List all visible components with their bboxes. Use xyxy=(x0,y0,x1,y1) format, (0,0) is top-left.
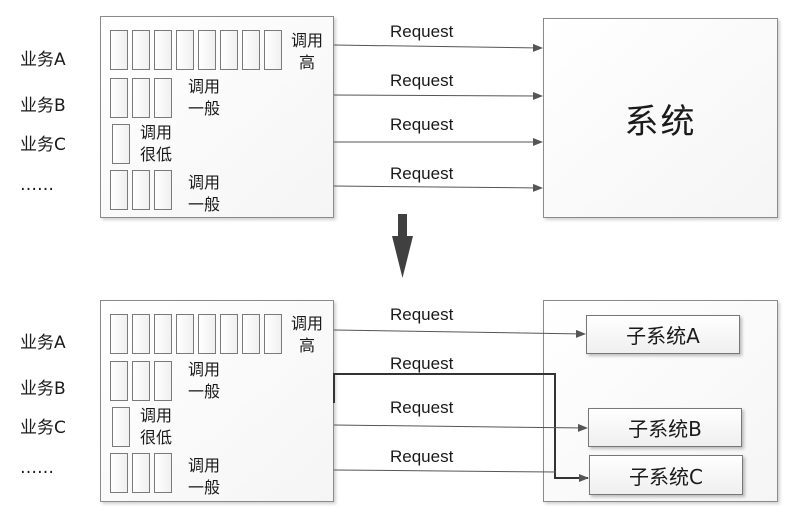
request-slot xyxy=(154,78,172,118)
request-slot xyxy=(242,314,260,354)
request-slot xyxy=(132,170,150,210)
call-frequency-low: 调用很低 xyxy=(139,406,172,447)
request-slot xyxy=(154,361,172,401)
request-slot xyxy=(154,453,172,493)
business-c-label: 业务C xyxy=(20,135,66,155)
request-slot xyxy=(110,361,128,401)
request-label: Request xyxy=(390,398,454,417)
call-frequency-high: 调用高 xyxy=(290,31,323,72)
request-label: Request xyxy=(390,354,454,373)
request-slot xyxy=(242,30,260,70)
request-label: Request xyxy=(390,447,454,466)
request-slot xyxy=(220,314,238,354)
request-arrow xyxy=(333,469,557,473)
call-frequency-high: 调用高 xyxy=(290,314,323,355)
request-slot xyxy=(154,30,172,70)
request-slot xyxy=(198,314,216,354)
request-slot xyxy=(132,30,150,70)
call-frequency-low: 调用很低 xyxy=(139,123,172,164)
transition-arrow-icon xyxy=(392,214,413,278)
request-slot xyxy=(264,30,282,70)
request-slot xyxy=(110,170,128,210)
request-arrow xyxy=(333,91,543,100)
system-box xyxy=(543,18,778,218)
subsystem-c-box: 子系统C xyxy=(589,455,743,495)
business-more-label: …… xyxy=(20,458,54,478)
request-slot xyxy=(264,314,282,354)
request-slot xyxy=(154,314,172,354)
business-a-label: 业务A xyxy=(20,333,66,353)
request-slot xyxy=(112,407,130,447)
request-slot xyxy=(220,30,238,70)
request-label: Request xyxy=(390,22,454,41)
request-slot xyxy=(132,453,150,493)
request-label: Request xyxy=(390,71,454,90)
call-frequency-normal: 调用一般 xyxy=(187,77,220,118)
call-frequency-normal: 调用一般 xyxy=(187,456,220,497)
request-slot xyxy=(132,314,150,354)
request-slot xyxy=(110,453,128,493)
business-b-label: 业务B xyxy=(20,379,66,399)
business-a-label: 业务A xyxy=(20,50,66,70)
request-slot xyxy=(110,314,128,354)
request-label: Request xyxy=(390,115,454,134)
system-label: 系统 xyxy=(624,101,697,142)
call-frequency-normal: 调用一般 xyxy=(187,173,220,214)
request-label: Request xyxy=(390,305,454,324)
request-slot xyxy=(198,30,216,70)
request-slot xyxy=(132,78,150,118)
request-slot xyxy=(176,314,194,354)
request-slot xyxy=(110,30,128,70)
business-more-label: …… xyxy=(20,175,54,195)
business-b-label: 业务B xyxy=(20,96,66,116)
business-c-label: 业务C xyxy=(20,418,66,438)
request-arrow xyxy=(333,183,543,192)
subsystem-b-box: 子系统B xyxy=(588,408,742,447)
request-slot xyxy=(112,124,130,164)
request-slot xyxy=(132,361,150,401)
request-label: Request xyxy=(390,164,454,183)
request-slot xyxy=(176,30,194,70)
request-arrow xyxy=(333,43,543,52)
subsystem-a-box: 子系统A xyxy=(586,315,740,354)
request-slot xyxy=(110,78,128,118)
request-slot xyxy=(154,170,172,210)
call-frequency-normal: 调用一般 xyxy=(187,360,220,401)
